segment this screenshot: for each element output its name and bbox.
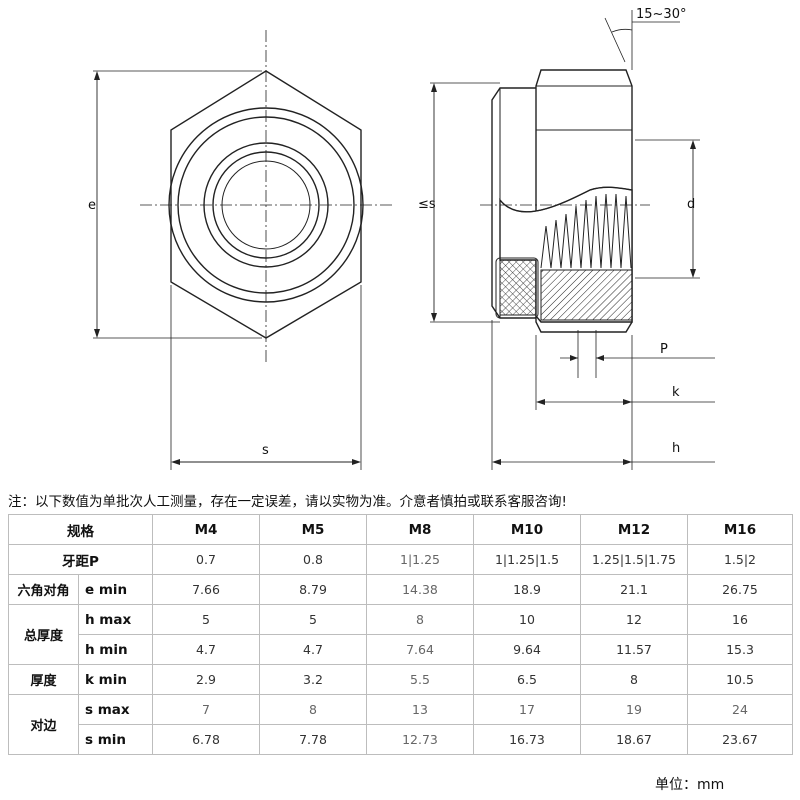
table-cell: 3.2 [259,664,367,695]
table-cell: 2.9 [152,664,260,695]
table-cell: 4.7 [152,634,260,665]
table-row: 厚度 k min 2.9 3.2 5.5 6.5 8 10.5 [8,664,793,695]
table-cell: 5.5 [366,664,474,695]
table-cell: 1|1.25|1.5 [473,544,581,575]
table-row: s min 6.78 7.78 12.73 16.73 18.67 23.67 [9,724,793,755]
chamfer-circle [168,107,364,303]
hex-body [535,69,633,333]
table-cell: 8 [366,604,474,635]
bore-circle [212,151,320,259]
table-cell: 7.66 [152,574,260,605]
size-cell: M10 [473,514,581,545]
table-cell: 19 [580,694,688,725]
table-cell: 10.5 [687,664,793,695]
table-row: 对边 s max 7 8 13 17 19 24 [8,694,793,755]
table-cell: 6.5 [473,664,581,695]
table-cell: 26.75 [687,574,793,605]
front-view [93,30,395,470]
label-h: h [672,441,680,456]
table-cell: 0.7 [152,544,260,575]
table-cell: 7.64 [366,634,474,665]
table-cell: 7 [152,694,260,725]
table-cell: 18.67 [580,724,688,755]
table-cell: 8 [259,694,367,725]
table-row: 规格 M4 M5 M8 M10 M12 M16 [8,514,793,545]
category-label: 厚度 [8,664,79,695]
header-spec: 规格 [8,514,153,545]
table-cell: 8 [580,664,688,695]
table-cell: 16 [687,604,793,635]
table-cell: 24 [687,694,793,725]
row-label-s-max: s max [78,694,153,725]
table-cell: 1.5|2 [687,544,793,575]
table-cell: 16.73 [473,724,581,755]
table-cell: 0.8 [259,544,367,575]
label-k: k [672,385,680,400]
category-label: 对边 [8,694,79,755]
table-cell: 7.78 [259,724,367,755]
row-label-h-min: h min [78,634,153,665]
table-row: h min 4.7 4.7 7.64 9.64 11.57 15.3 [9,634,793,665]
table-cell: 13 [366,694,474,725]
label-s-side: ≤s [418,197,436,212]
table-cell: 4.7 [259,634,367,665]
row-label-e-min: e min [78,574,153,605]
table-cell: 8.79 [259,574,367,605]
label-angle: 15~30° [636,7,686,22]
table-row: 牙距P 0.7 0.8 1|1.25 1|1.25|1.5 1.25|1.5|1… [8,544,793,575]
table-row: 六角对角 e min 7.66 8.79 14.38 18.9 21.1 26.… [8,574,793,605]
label-e: e [88,198,96,213]
table-cell: 5 [152,604,260,635]
label-p: P [660,342,668,357]
table-cell: 1.25|1.5|1.75 [580,544,688,575]
table-cell: 15.3 [687,634,793,665]
label-d: d [687,197,695,212]
technical-drawing: e s [88,7,715,470]
table-row: 总厚度 h max 5 5 8 10 12 16 [8,604,793,665]
table-cell: 21.1 [580,574,688,605]
size-cell: M16 [687,514,793,545]
table-cell: 18.9 [473,574,581,605]
hex-outline [170,70,362,339]
unit-label: 单位：mm [655,777,725,793]
table-cell: 17 [473,694,581,725]
measurement-note: 注：以下数值为单批次人工测量，存在一定误差，请以实物为准。介意者慎拍或联系客服咨… [8,494,567,510]
table-cell: 10 [473,604,581,635]
table-cell: 11.57 [580,634,688,665]
category-label: 六角对角 [8,574,79,605]
table-cell: 14.38 [366,574,474,605]
category-label: 总厚度 [8,604,79,665]
row-label-pitch: 牙距P [8,544,153,575]
table-cell: 1|1.25 [366,544,474,575]
size-cell: M8 [366,514,474,545]
row-label-s-min: s min [78,724,153,755]
table-cell: 12 [580,604,688,635]
size-cell: M4 [152,514,260,545]
table-cell: 12.73 [366,724,474,755]
label-s-bottom: s [262,443,269,458]
side-view [430,10,715,470]
size-cell: M12 [580,514,688,545]
table-cell: 6.78 [152,724,260,755]
table-cell: 23.67 [687,724,793,755]
row-label-k-min: k min [78,664,153,695]
table-cell: 5 [259,604,367,635]
row-label-h-max: h max [78,604,153,635]
size-cell: M5 [259,514,367,545]
spec-table: 规格 M4 M5 M8 M10 M12 M16 牙距P 0.7 0.8 1|1.… [8,514,793,755]
table-cell: 9.64 [473,634,581,665]
